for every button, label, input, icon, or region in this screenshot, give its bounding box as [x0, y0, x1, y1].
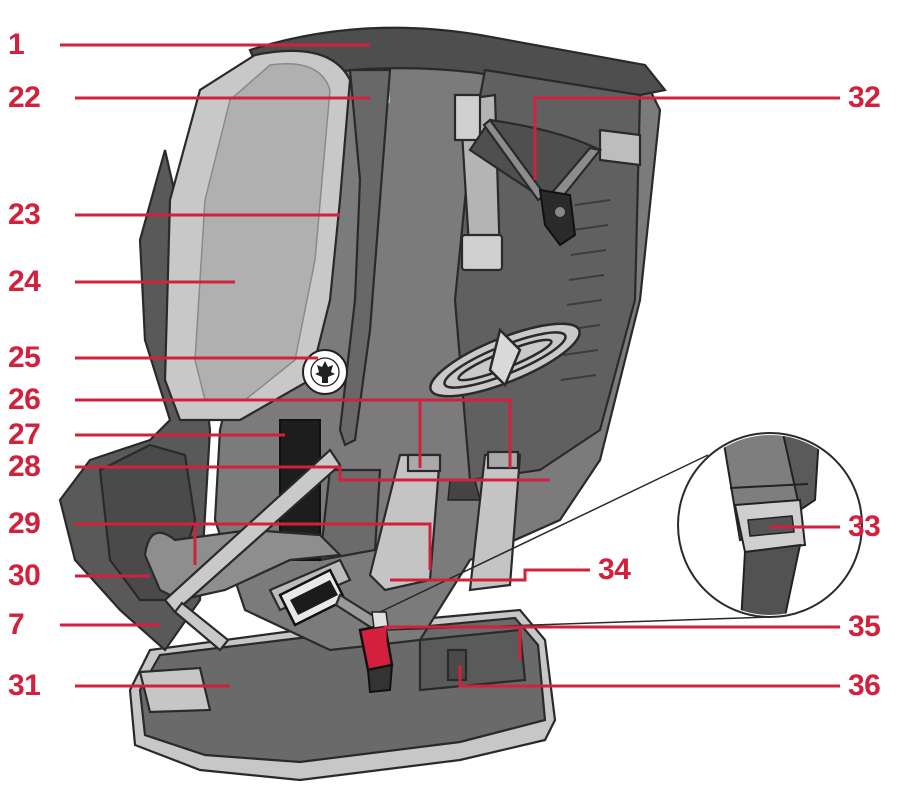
shell-edge: [338, 68, 392, 447]
callout-30: 30: [8, 559, 41, 592]
callout-29: 29: [8, 507, 41, 540]
callout-27: 27: [8, 418, 41, 451]
seat-base: [128, 608, 557, 782]
detail-inset: [379, 432, 863, 631]
callout-22: 22: [8, 81, 41, 114]
callout-34: 34: [598, 553, 631, 586]
callout-leader-lines: [60, 43, 840, 688]
base-side-panel: [138, 666, 212, 714]
callout-7: 7: [8, 608, 25, 641]
callout-24: 24: [8, 265, 41, 298]
lower-anchor-slot: [446, 648, 468, 682]
callout-25: 25: [8, 341, 41, 374]
callout-31: 31: [8, 669, 41, 702]
callout-26: 26: [8, 383, 41, 416]
callout-32: 32: [848, 81, 881, 114]
callout-35: 35: [848, 610, 881, 643]
maple-leaf-certification-icon: [302, 349, 348, 395]
tether-connector-icon: [538, 188, 577, 247]
shoulder-harness: [453, 93, 642, 272]
stored-tether-coil: [429, 322, 581, 398]
callout-33: 33: [848, 510, 881, 543]
callout-28: 28: [8, 450, 41, 483]
side-impact-pad: [163, 49, 352, 422]
callout-1: 1: [8, 28, 25, 61]
callout-36: 36: [848, 669, 881, 702]
callout-23: 23: [8, 198, 41, 231]
